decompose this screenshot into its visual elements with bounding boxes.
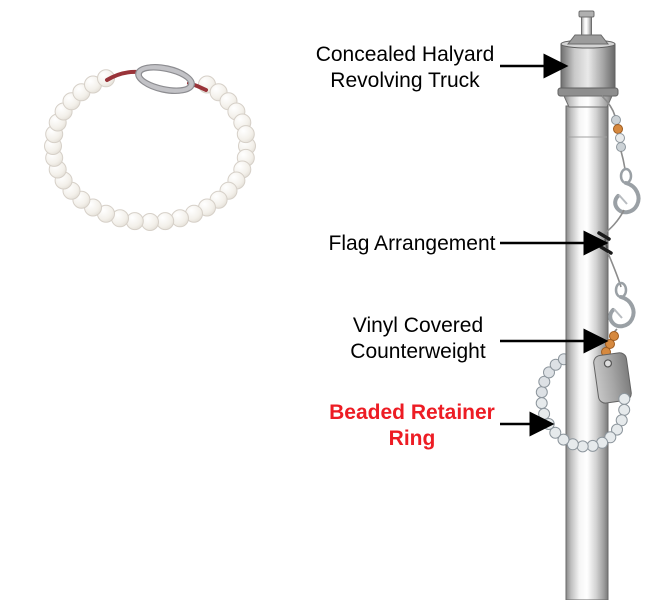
snap-hook-body: [613, 181, 641, 215]
callout-line: Flag Arrangement: [328, 232, 496, 255]
bead: [618, 392, 631, 405]
snap-hook-upper: [613, 167, 641, 215]
bead: [586, 439, 599, 452]
counterweight-hole: [603, 359, 613, 368]
bead: [543, 366, 555, 379]
bead: [538, 375, 551, 388]
truck-lip: [557, 87, 619, 97]
bead: [566, 438, 579, 451]
truck-flange: [566, 34, 610, 45]
counterweight-body: [593, 352, 632, 404]
bead: [538, 407, 551, 420]
halyard-cable: [607, 252, 622, 288]
callout-line: Counterweight: [350, 340, 486, 363]
halyard-cable: [601, 95, 616, 117]
callout-arrows: [500, 53, 609, 437]
bead: [549, 358, 562, 371]
callout-concealed-halyard-revolving-truck: Concealed Halyard Revolving Truck: [305, 42, 505, 94]
bead: [125, 212, 144, 231]
snap-hook-lower: [608, 281, 636, 329]
snap-hook-eye: [619, 167, 633, 185]
carabiner-outer-edge: [135, 63, 195, 95]
callout-beaded-retainer-ring: Beaded Retainer Ring: [312, 400, 512, 452]
revolving-truck: [557, 10, 619, 108]
callout-flag-arrangement: Flag Arrangement: [312, 231, 512, 257]
callout-line: Revolving Truck: [330, 69, 480, 92]
bead: [236, 125, 255, 144]
bead: [576, 440, 589, 453]
photo-bead-loop: [44, 69, 256, 231]
snap-hook-gate: [613, 308, 623, 319]
callout-line: Vinyl Covered: [352, 314, 484, 337]
bead: [557, 433, 570, 446]
carabiner-body: [135, 64, 195, 94]
beaded-retainer-ring-photo: [44, 63, 256, 231]
carabiner-inner-edge: [140, 69, 190, 89]
bead: [611, 423, 623, 436]
bead: [156, 212, 175, 231]
counterweight-bead-orange: [609, 331, 619, 341]
carabiner-clip-icon: [135, 63, 195, 95]
flagpole-diagram: [535, 10, 641, 600]
halyard-bead-orange: [613, 124, 623, 134]
truck-spindle: [581, 15, 592, 36]
truck-collar: [563, 95, 613, 108]
truck-body: [560, 43, 616, 89]
red-wire-left: [105, 69, 140, 82]
bead: [542, 418, 555, 430]
bead: [535, 386, 548, 399]
snap-hook-body: [608, 295, 636, 329]
truck-finial: [578, 10, 595, 18]
callout-line: Beaded Retainer: [329, 401, 495, 424]
bead: [604, 431, 617, 444]
halyard-bead: [616, 142, 626, 152]
bead: [618, 403, 631, 416]
bead: [171, 209, 189, 228]
bead: [141, 213, 159, 231]
callout-line: Concealed Halyard: [315, 43, 495, 66]
counterweight: [593, 352, 632, 404]
snap-hook-gate: [618, 194, 628, 205]
halyard-bead: [611, 115, 621, 125]
callout-line: Ring: [388, 427, 436, 450]
halyard-cable: [620, 150, 626, 170]
halyard-bead: [615, 133, 625, 143]
callout-vinyl-covered-counterweight: Vinyl Covered Counterweight: [318, 313, 518, 365]
bead: [535, 397, 548, 410]
bead: [615, 414, 628, 427]
